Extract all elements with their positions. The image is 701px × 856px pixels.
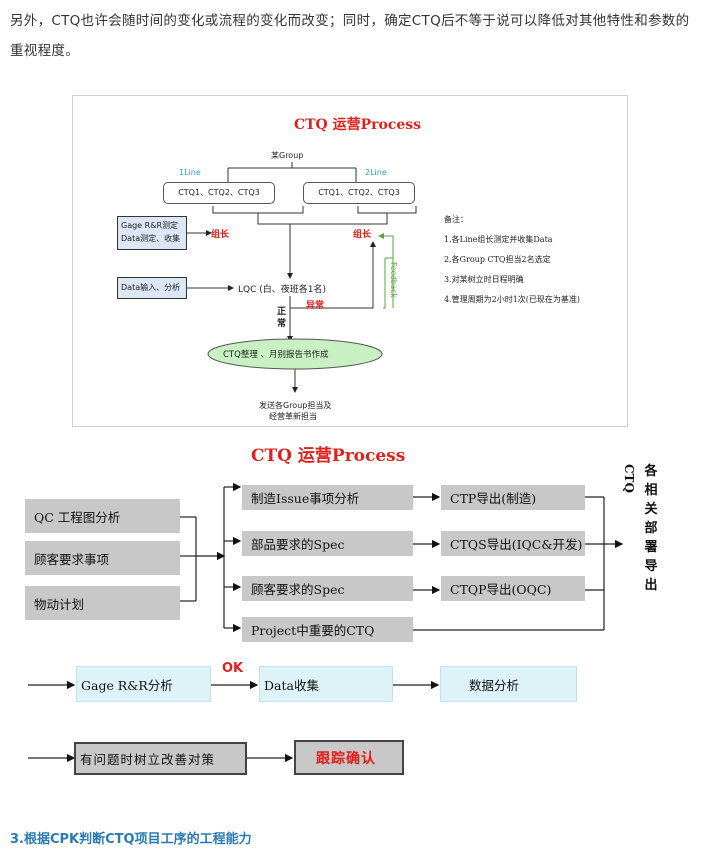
vertical-char: 部 bbox=[644, 521, 658, 536]
abnormal-label: 异常 bbox=[306, 301, 325, 311]
vertical-char: 出 bbox=[644, 578, 658, 593]
gage-rr-analysis-box: Gage R&R分析 bbox=[76, 666, 211, 702]
data-collection-box: Data收集 bbox=[259, 666, 393, 702]
note-3: 3.对某树立时日程明确 bbox=[444, 275, 524, 284]
gage-box-line2: Data测定、收集 bbox=[121, 234, 181, 243]
ok-label: OK bbox=[222, 661, 244, 676]
leader-label-left: 组长 bbox=[211, 230, 230, 240]
send-line-1: 发送各Group担当及 bbox=[259, 401, 332, 410]
vertical-departments-label: 各 相 关 部 署 导 出 bbox=[643, 462, 659, 595]
vertical-char: 导 bbox=[644, 559, 658, 574]
figure-1-title: CTQ 运营Process bbox=[294, 117, 422, 133]
group-label: 某Group bbox=[271, 151, 304, 160]
qc-process-analysis-box: QC 工程图分析 bbox=[25, 499, 180, 533]
figure-1-process-diagram: CTQ 运营Process 某Group 1Line 2Line CTQ1、CT… bbox=[72, 95, 628, 427]
customer-spec-box: 顾客要求的Spec bbox=[242, 576, 413, 601]
figure-2-connectors bbox=[28, 482, 624, 763]
normal-label-2: 常 bbox=[277, 319, 287, 329]
ctq-box-line2: CTQ1、CTQ2、CTQ3 bbox=[303, 182, 415, 204]
ctqs-output-box: CTQS导出(IQC&开发) bbox=[441, 531, 585, 556]
send-line-2: 经营革新担当 bbox=[269, 412, 317, 421]
ctqp-output-box: CTQP导出(OQC) bbox=[441, 576, 585, 601]
data-analysis-box: 数据分析 bbox=[440, 666, 577, 702]
vertical-char: 关 bbox=[644, 502, 658, 517]
note-1: 1.各Line组长测定并收集Data bbox=[444, 235, 553, 244]
gage-measurement-box: Gage R&R测定 Data测定、收集 bbox=[117, 216, 187, 250]
leader-label-right: 组长 bbox=[353, 230, 372, 240]
figure-1-connectors bbox=[187, 162, 417, 393]
lqc-label: LQC (白、夜班各1名) bbox=[238, 285, 326, 295]
line2-label: 2Line bbox=[365, 168, 387, 177]
gage-box-line1: Gage R&R测定 bbox=[121, 221, 178, 230]
ctp-output-box: CTP导出(制造) bbox=[441, 485, 585, 510]
follow-up-confirm-box: 跟踪确认 bbox=[294, 740, 404, 775]
improvement-plan-box: 有问题时树立改善对策 bbox=[74, 742, 247, 775]
customer-requirements-box: 顾客要求事项 bbox=[25, 541, 180, 575]
project-ctq-box: Project中重要的CTQ bbox=[242, 617, 413, 642]
figure-2-title: CTQ 运营Process bbox=[251, 446, 406, 466]
section-heading: 3.根据CPK判断CTQ项目工序的工程能力 bbox=[10, 832, 252, 847]
feedback-label: Feedback bbox=[389, 262, 398, 298]
line1-label: 1Line bbox=[179, 168, 201, 177]
component-spec-box: 部品要求的Spec bbox=[242, 531, 413, 556]
data-input-box: Data输入、分析 bbox=[117, 277, 187, 299]
ctq-box-line1: CTQ1、CTQ2、CTQ3 bbox=[163, 182, 275, 204]
note-4: 4.管理周期为2小时1次(已现在为基准) bbox=[444, 295, 581, 304]
manufacturing-issue-box: 制造Issue事项分析 bbox=[242, 485, 413, 510]
vertical-ctq-label: CTQ bbox=[622, 464, 636, 493]
note-2: 2.各Group CTQ担当2名选定 bbox=[444, 255, 551, 264]
vertical-char: 相 bbox=[644, 483, 658, 498]
material-plan-box: 物动计划 bbox=[25, 586, 180, 620]
vertical-char: 署 bbox=[644, 540, 658, 555]
normal-label-1: 正 bbox=[277, 307, 287, 317]
notes-title: 备注： bbox=[444, 215, 468, 224]
ellipse-label: CTQ整理 、月别报告书作成 bbox=[223, 350, 329, 360]
intro-paragraph: 另外，CTQ也许会随时间的变化或流程的变化而改变；同时，确定CTQ后不等于说可以… bbox=[10, 13, 690, 59]
vertical-char: 各 bbox=[644, 464, 658, 479]
